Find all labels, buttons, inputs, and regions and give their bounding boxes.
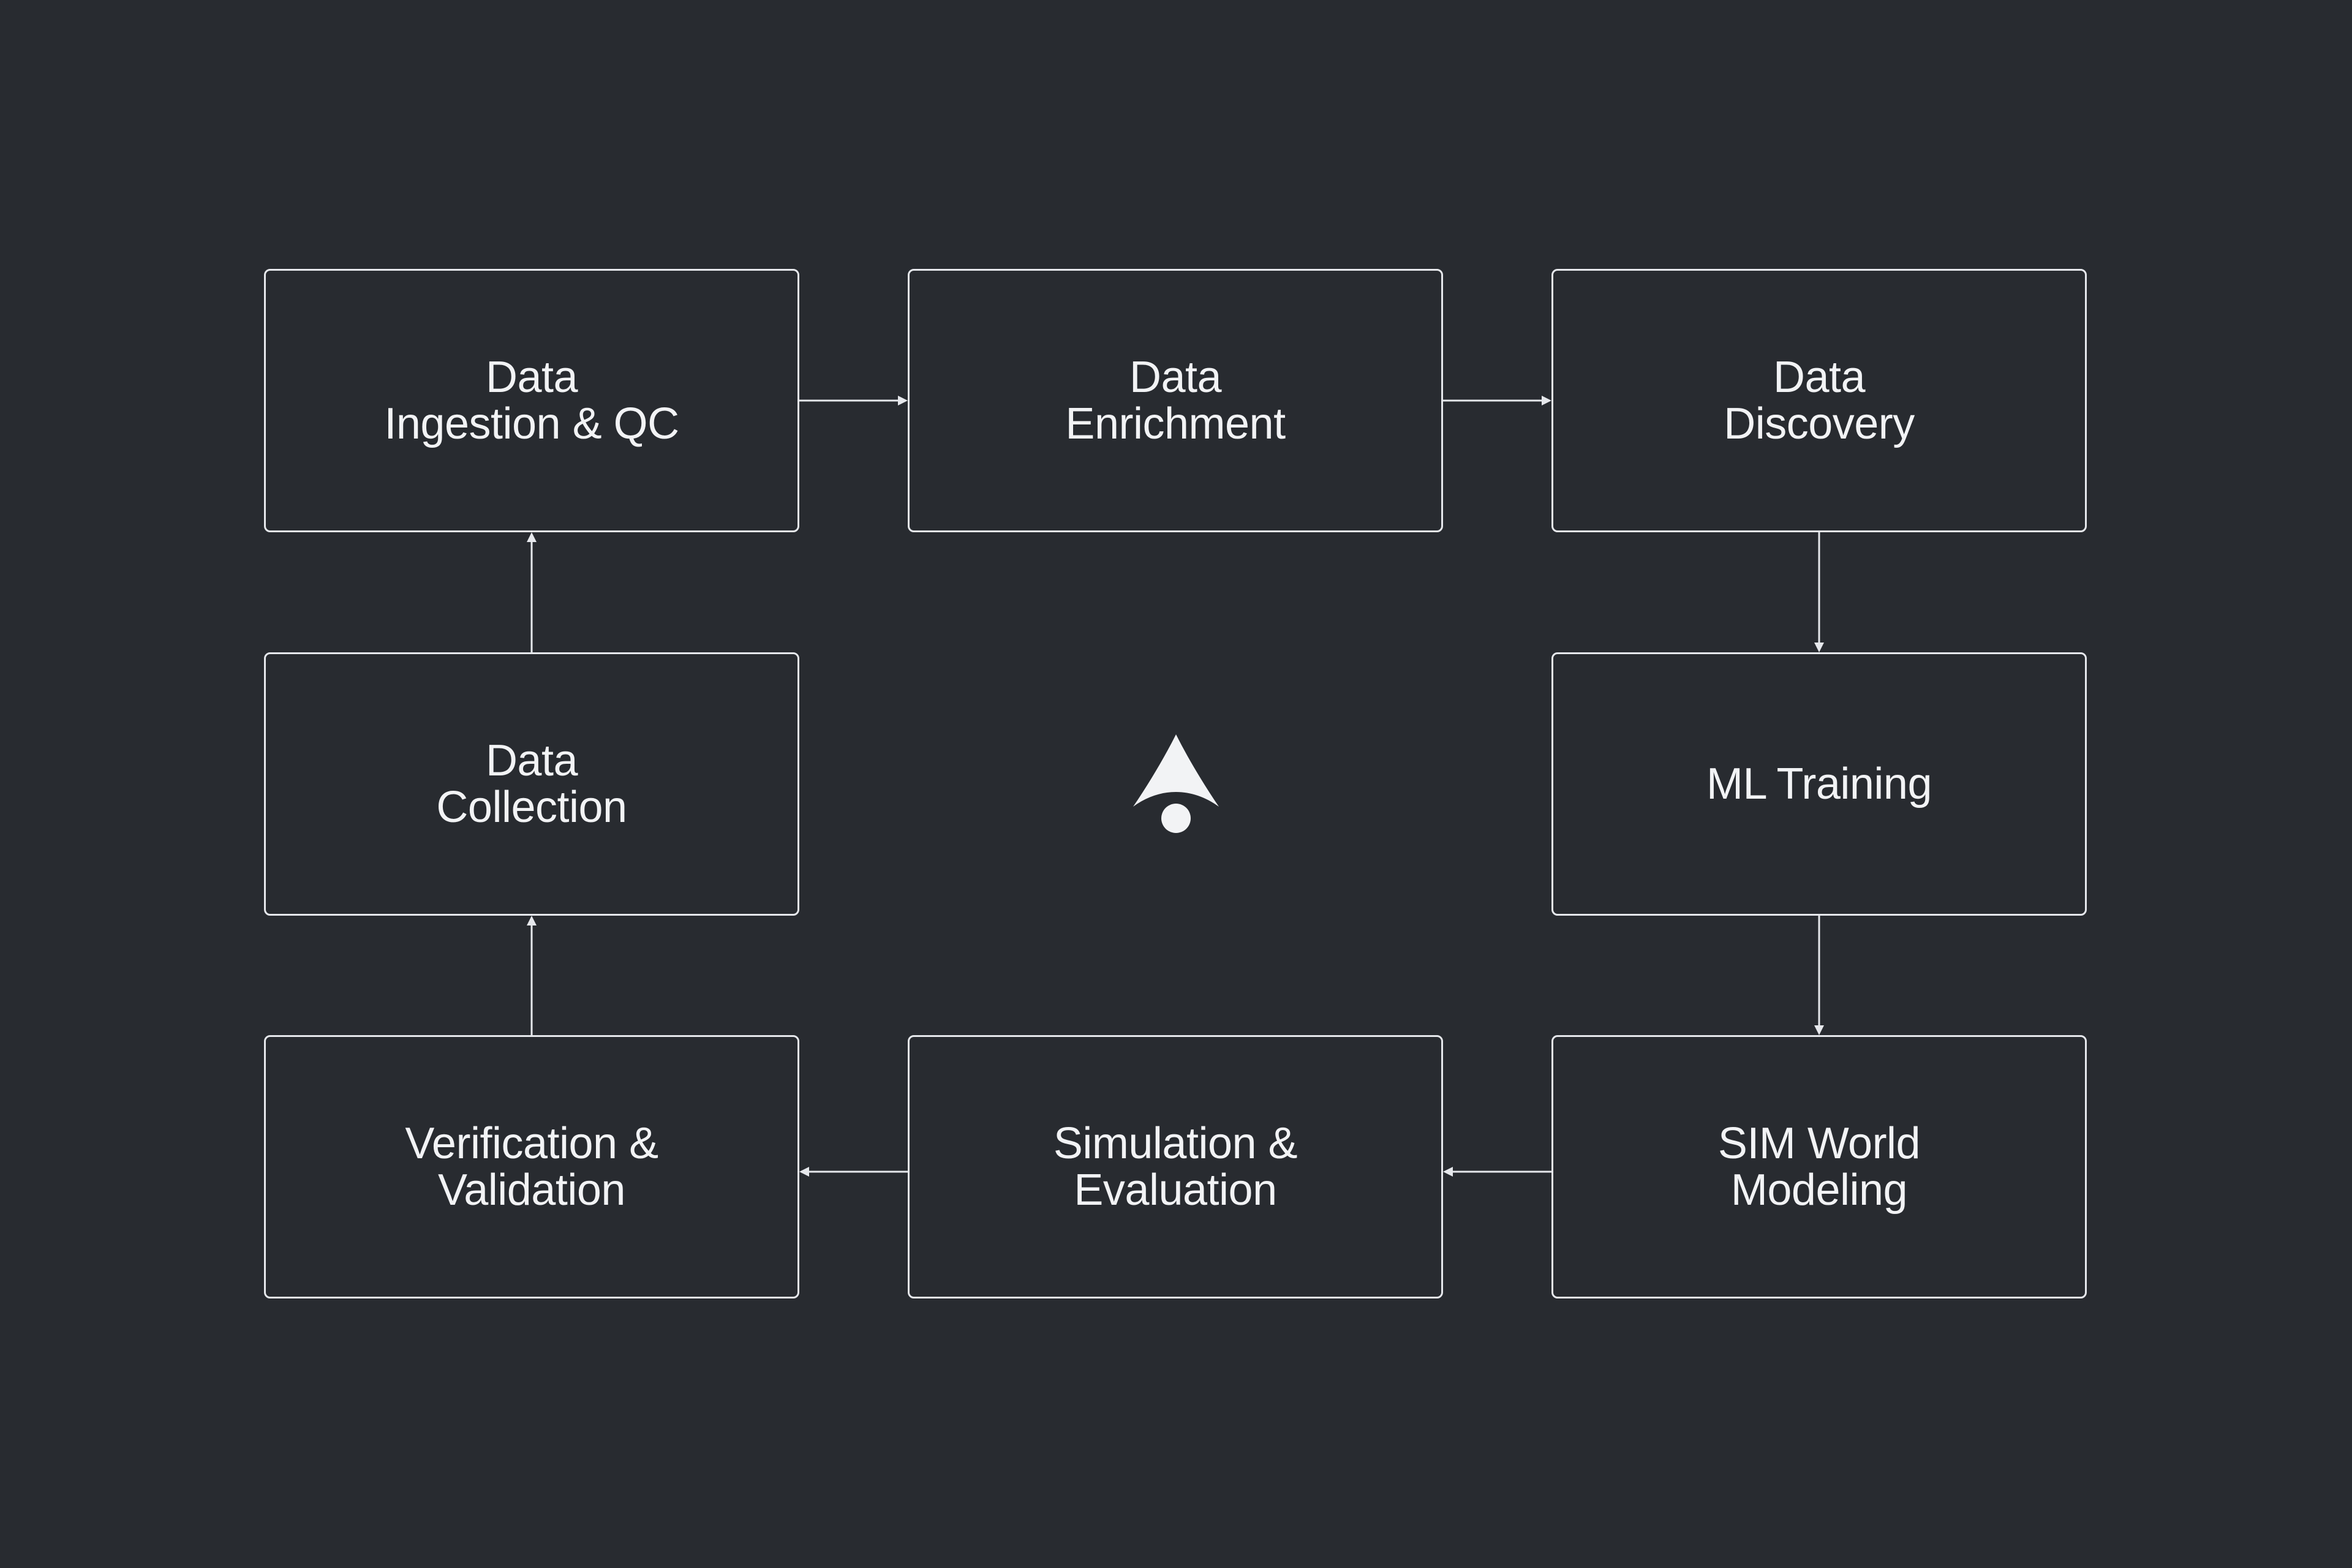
node-label: SIM World Modeling: [1717, 1119, 1921, 1215]
node-label-line: Collection: [436, 783, 627, 832]
node-label: Verification & Validation: [405, 1120, 658, 1213]
node-label-line: Data: [485, 736, 578, 785]
arrowhead-up: [527, 532, 537, 542]
node-sim-world-modeling: SIM World Modeling: [1551, 1035, 2087, 1298]
arrowhead-right: [898, 396, 908, 405]
node-label-line: Data: [1773, 353, 1866, 402]
node-label: Data Ingestion & QC: [384, 354, 679, 447]
node-simulation-evaluation: Simulation & Evaluation: [908, 1035, 1443, 1298]
node-label: ML Training: [1706, 761, 1932, 807]
node-ml-training: ML Training: [1551, 652, 2087, 916]
arrowhead-down: [1814, 643, 1824, 652]
arrowhead-logo-icon: [1133, 734, 1219, 833]
node-data-collection: Data Collection: [264, 652, 799, 916]
node-label-line: Data: [485, 353, 578, 402]
node-label-line: Simulation &: [1053, 1119, 1298, 1168]
node-label-line: Validation: [438, 1166, 625, 1215]
node-data-enrichment: Data Enrichment: [908, 269, 1443, 532]
node-label: Simulation & Evaluation: [1053, 1119, 1298, 1215]
arrowhead-left: [799, 1167, 809, 1177]
node-label-line: SIM World: [1717, 1119, 1921, 1168]
arrowhead-right: [1542, 396, 1551, 405]
arrowhead-up: [527, 916, 537, 925]
node-data-ingestion-qc: Data Ingestion & QC: [264, 269, 799, 532]
node-label-line: Evaluation: [1074, 1166, 1277, 1215]
node-label-line: Ingestion & QC: [384, 399, 679, 448]
node-verification-validation: Verification & Validation: [264, 1035, 799, 1298]
node-label: Data Discovery: [1724, 354, 1915, 447]
node-label-line: Discovery: [1724, 399, 1915, 448]
node-label-line: Enrichment: [1065, 399, 1286, 448]
node-label-line: Verification &: [405, 1119, 658, 1168]
node-label-line: Modeling: [1730, 1166, 1908, 1215]
node-label-line: Data: [1129, 353, 1222, 402]
node-label: Data Enrichment: [1065, 353, 1286, 448]
node-data-discovery: Data Discovery: [1551, 269, 2087, 532]
arrowhead-left: [1443, 1167, 1453, 1177]
node-label-line: ML Training: [1706, 760, 1932, 809]
node-label: Data Collection: [436, 737, 627, 831]
arrowhead-down: [1814, 1025, 1824, 1035]
